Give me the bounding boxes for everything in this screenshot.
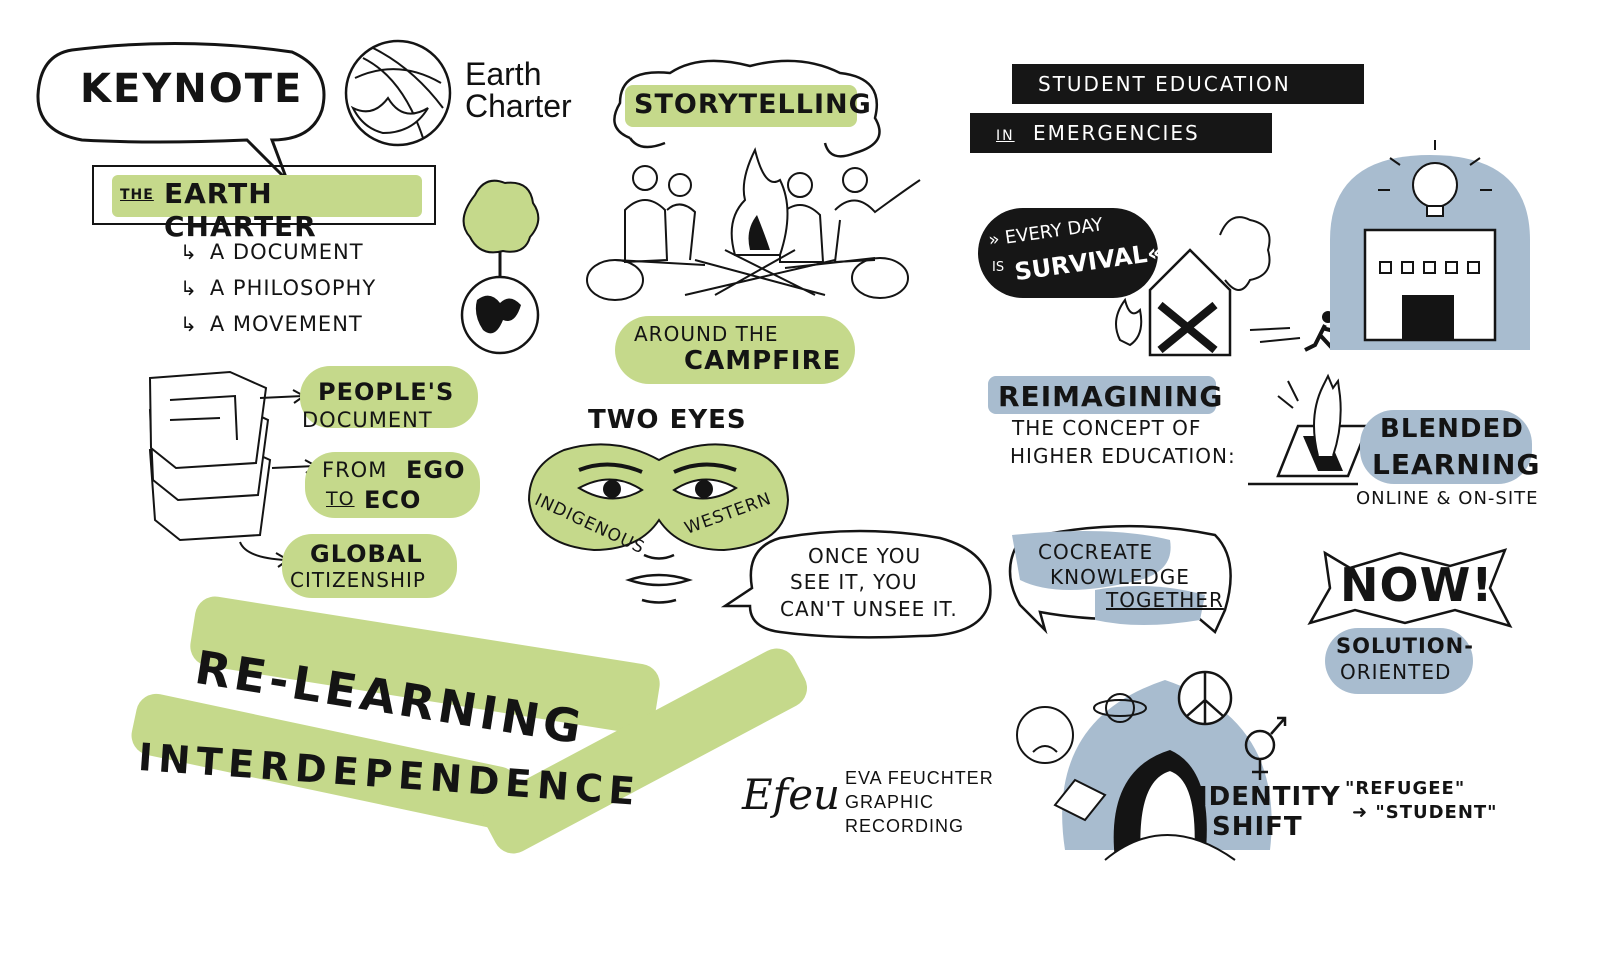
reimagining-title: REIMAGINING xyxy=(998,380,1224,413)
keynote-title: KEYNOTE xyxy=(80,66,304,112)
blended-highlight xyxy=(1360,410,1532,484)
earth-tree-icon xyxy=(460,179,540,355)
emergencies-prefix: IN xyxy=(996,128,1015,144)
solution-line2: ORIENTED xyxy=(1340,660,1452,684)
reimagining-line2: THE CONCEPT OF xyxy=(1012,416,1202,440)
earth-charter-logo: Earth Charter xyxy=(343,38,593,148)
cocreate-line2: KNOWLEDGE xyxy=(1050,565,1190,589)
list-item: ↳ A PHILOSOPHY xyxy=(180,276,377,300)
blended-line2: LEARNING xyxy=(1372,448,1541,481)
list-item: ↳ A DOCUMENT xyxy=(180,240,364,264)
global-line1: GLOBAL xyxy=(310,540,423,568)
solution-highlight xyxy=(1325,628,1473,694)
storytelling-title: STORYTELLING xyxy=(634,89,872,120)
student-education-bar: STUDENT EDUCATION xyxy=(1012,64,1364,104)
two-eyes-title: TWO EYES xyxy=(588,405,747,435)
arrow-right-icon: ↳ xyxy=(180,276,197,300)
campfire-highlight xyxy=(615,316,855,384)
global-line2: CITIZENSHIP xyxy=(290,568,426,592)
ego-to: TO xyxy=(326,488,355,510)
ego-eco-highlight xyxy=(305,452,480,518)
signature-line2: GRAPHIC xyxy=(845,792,935,812)
signature-line1: EVA FEUCHTER xyxy=(845,768,994,788)
destroyed-school-icon xyxy=(1115,216,1339,357)
logo-word-charter: Charter xyxy=(465,88,572,124)
identity-line1: IDENTITY xyxy=(1198,782,1341,812)
campfire-line1: AROUND THE xyxy=(634,322,779,346)
school-lightbulb-icon xyxy=(1330,140,1530,350)
highlight xyxy=(112,175,422,217)
globe-dove-icon xyxy=(344,39,452,147)
reimagining-highlight xyxy=(988,376,1216,414)
laptop-hand-icon xyxy=(1248,373,1370,486)
survival-prefix: IS xyxy=(992,260,1005,275)
list-item: ↳ A MOVEMENT xyxy=(180,312,363,336)
peoples-document-highlight xyxy=(300,366,478,428)
signature-line3: RECORDING xyxy=(845,816,965,836)
burst-icon xyxy=(1307,548,1513,629)
speech-bubble-icon xyxy=(720,529,992,639)
peoples-line1: PEOPLE'S xyxy=(318,378,455,406)
emergencies-bar: IN EMERGENCIES xyxy=(970,113,1272,153)
eyes-mask-icon xyxy=(527,443,790,604)
ego-prefix: FROM xyxy=(322,458,388,482)
global-citizenship-highlight xyxy=(282,534,457,598)
charter-prefix: THE xyxy=(120,187,154,203)
refugee-line1: "REFUGEE" xyxy=(1345,778,1466,799)
reimagining-line3: HIGHER EDUCATION: xyxy=(1010,444,1236,468)
campfire-line2: CAMPFIRE xyxy=(684,346,842,376)
arrow-right-icon: ↳ xyxy=(180,312,197,336)
earth-charter-box: THE EARTH CHARTER xyxy=(92,165,436,243)
eco-word: ECO xyxy=(364,486,422,514)
campfire-people-icon xyxy=(586,147,921,301)
blended-line1: BLENDED xyxy=(1380,414,1524,444)
charter-list: ↳ A DOCUMENT ↳ A PHILOSOPHY ↳ A MOVEMENT xyxy=(180,240,410,355)
ego-word: EGO xyxy=(406,456,466,484)
documents-stack-icon xyxy=(148,370,272,542)
unsee-line1: ONCE YOU xyxy=(808,544,922,568)
emergencies-text: EMERGENCIES xyxy=(1032,121,1200,145)
speech-bubble-icon xyxy=(36,41,326,182)
identity-line2: SHIFT xyxy=(1212,812,1303,842)
thought-cloud-icon xyxy=(613,59,881,158)
unsee-line2: SEE IT, YOU xyxy=(790,570,918,594)
now-text: NOW! xyxy=(1340,558,1494,612)
logo-word-earth: Earth xyxy=(465,56,542,92)
cocreate-line1: COCREATE xyxy=(1038,540,1154,564)
refugee-line2: ➜ "STUDENT" xyxy=(1352,802,1498,823)
solution-line1: SOLUTION- xyxy=(1336,634,1474,658)
charter-title: EARTH CHARTER xyxy=(164,177,317,243)
blended-line3: ONLINE & ON-SITE xyxy=(1356,488,1539,509)
peoples-line2: DOCUMENT xyxy=(302,408,433,432)
signature-mark: Efeu xyxy=(742,770,841,819)
survival-bubble: » EVERY DAY IS SURVIVAL« xyxy=(978,208,1164,298)
storytelling-highlight xyxy=(625,85,857,127)
speech-bubble-icon xyxy=(1008,524,1232,635)
arrow-right-icon: ↳ xyxy=(180,240,197,264)
unsee-line3: CAN'T UNSEE IT. xyxy=(780,597,958,621)
identity-portrait-icon xyxy=(1016,670,1287,861)
survival-line1: » EVERY DAY xyxy=(987,214,1105,251)
cocreate-line3: TOGETHER xyxy=(1106,588,1224,612)
keynote-bubble: KEYNOTE xyxy=(32,40,332,182)
